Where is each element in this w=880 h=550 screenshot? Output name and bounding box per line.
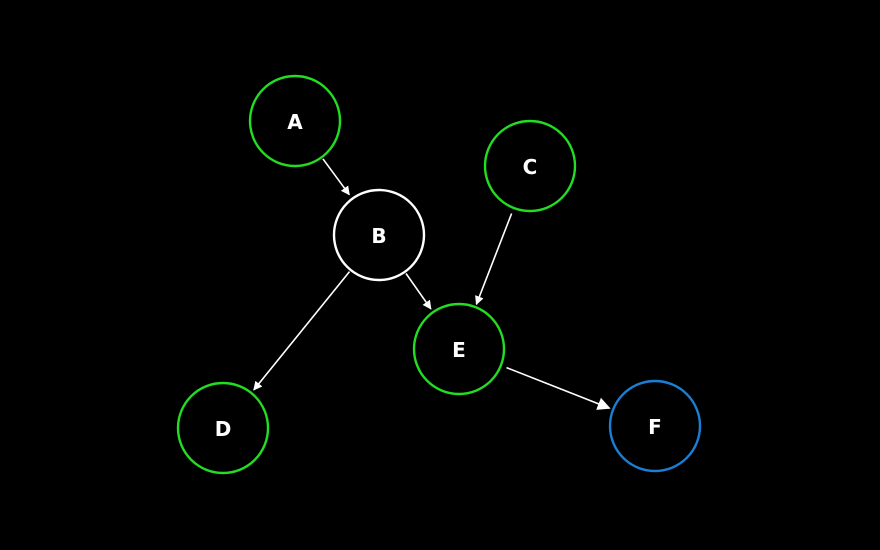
nodes-layer: A B C D E F [176,74,702,475]
node-b-circle [332,188,426,282]
edge-b-e [405,273,432,310]
node-a[interactable]: A [248,74,342,168]
node-d-circle [176,381,270,475]
node-e-label: E [452,338,466,362]
edge-c-e [475,213,513,306]
node-d-label: D [215,417,232,441]
edges-layer [253,158,611,410]
node-f-circle [608,379,702,473]
node-b[interactable]: B [332,188,426,282]
node-c-label: C [523,155,538,179]
edge-b-d [253,271,351,391]
node-c[interactable]: C [483,119,577,213]
node-d[interactable]: D [176,381,270,475]
node-e[interactable]: E [412,302,506,396]
node-b-label: B [371,224,386,248]
node-e-circle [412,302,506,396]
edge-e-f [506,366,611,410]
node-c-circle [483,119,577,213]
node-a-circle [248,74,342,168]
node-a-label: A [287,110,303,134]
node-f[interactable]: F [608,379,702,473]
edge-a-b [322,158,350,196]
node-f-label: F [648,415,662,439]
